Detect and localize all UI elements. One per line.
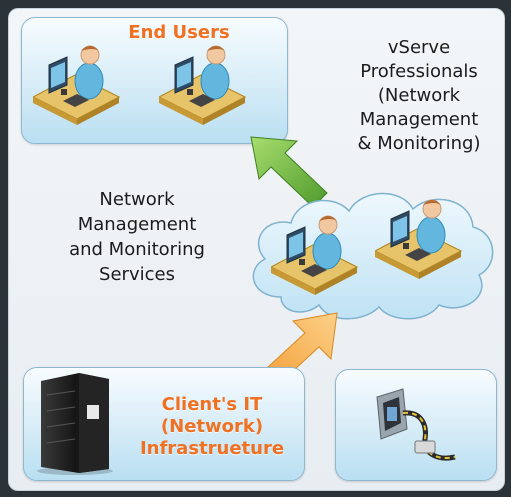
services-line: Network [99,189,175,210]
services-label: Network Management and Monitoring Servic… [39,187,235,287]
user-workstation-icon [159,45,246,126]
client-it-title: Client's IT (Network) Infrastrueture [127,394,297,460]
network-cable-box [335,369,497,481]
vserve-line: & Monitoring) [357,133,481,154]
end-users-title: End Users [128,22,230,43]
client-line: Infrastrueture [139,438,285,459]
user-workstation-icon [33,45,120,126]
services-line: Management [77,214,197,235]
services-line: Services [99,264,175,285]
vserve-line: Professionals [360,61,478,82]
client-line: Client's IT [161,394,263,415]
user-workstation-icon [271,215,358,296]
diagram-panel: End Users vServe Professionals (Network … [8,8,505,491]
user-workstation-icon [375,199,462,280]
server-rack-icon [37,373,113,475]
vserve-line: (Network [377,85,461,106]
vserve-line: vServe [387,37,451,58]
services-line: and Monitoring [69,239,205,260]
client-line: (Network) [160,416,264,437]
network-cable-icon [376,388,456,461]
vserve-line: Management [359,109,479,130]
vserve-professionals-label: vServe Professionals (Network Management… [339,36,499,156]
